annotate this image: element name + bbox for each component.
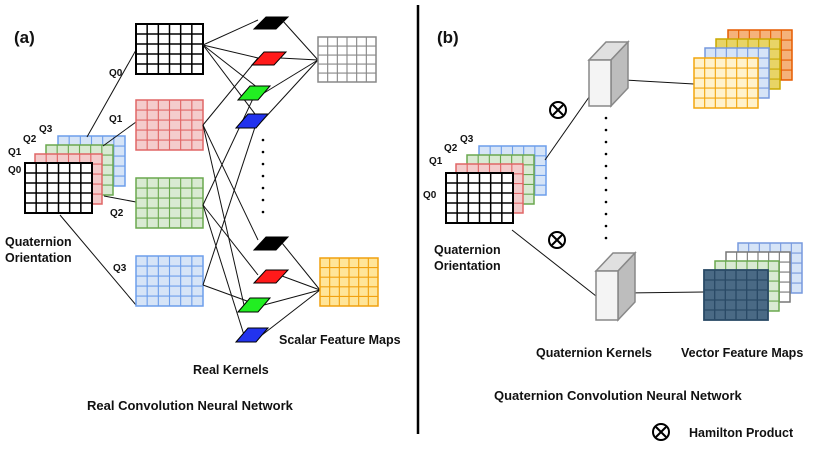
input-caption-line1: Quaternion	[434, 243, 501, 257]
hamilton-product-icon-bottom	[548, 231, 566, 249]
input-grid-q0	[445, 172, 514, 224]
stack-label-q3: Q3	[39, 124, 53, 135]
stack-label-q0: Q0	[423, 190, 437, 201]
hamilton-product-legend-icon	[652, 423, 670, 441]
split-line-q2	[103, 195, 137, 203]
stack-label-q2: Q2	[23, 134, 37, 145]
input-caption-line2: Orientation	[434, 259, 501, 273]
scalar-feature-maps-caption: Scalar Feature Maps	[279, 333, 401, 347]
real-cnn-panel: (a) Q3 Q2 Q1 Q0 Quaternion Orientation Q…	[5, 16, 401, 413]
input-caption-line1: Quaternion	[5, 235, 72, 249]
stack-label-q3: Q3	[460, 134, 474, 145]
kernel-to-map-wires	[261, 19, 321, 336]
right-input-stack	[445, 145, 547, 224]
real-cnn-title: Real Convolution Neural Network	[87, 398, 294, 413]
kernel-red-top	[250, 51, 288, 66]
left-input-stack	[24, 135, 126, 214]
quaternion-kernel-ellipsis	[604, 116, 608, 240]
vector-feature-maps-caption: Vector Feature Maps	[681, 346, 803, 360]
hamilton-product-icon-top	[549, 101, 567, 119]
hamilton-product-legend-label: Hamilton Product	[689, 426, 794, 440]
scalar-feature-map-orange	[319, 257, 379, 307]
kernel-green-bottom	[236, 297, 272, 313]
split-label-q3: Q3	[113, 263, 127, 274]
stack-label-q2: Q2	[444, 143, 458, 154]
stack-label-q1: Q1	[429, 156, 443, 167]
kernel-green-top	[236, 85, 272, 101]
split-label-q0: Q0	[109, 68, 123, 79]
real-kernels-caption: Real Kernels	[193, 363, 269, 377]
grid-to-kernel-wires	[202, 19, 259, 336]
kernel-black-bottom	[252, 236, 290, 251]
split-line-q0	[86, 49, 137, 138]
split-line-q3	[59, 214, 137, 306]
quaternion-kernel-bottom	[594, 251, 637, 322]
split-label-q1: Q1	[109, 114, 123, 125]
vector-feature-map-top	[693, 29, 793, 109]
quaternion-cnn-title: Quaternion Convolution Neural Network	[494, 388, 743, 403]
input-caption-line2: Orientation	[5, 251, 72, 265]
separated-grid-q0	[135, 23, 204, 75]
scalar-feature-map-grey	[317, 36, 377, 83]
input-grid-q0	[24, 162, 93, 214]
kernel-black-top	[252, 16, 290, 30]
input-to-top-kernel-wire	[544, 89, 595, 161]
kernel-ellipsis	[261, 138, 265, 214]
vector-map-layer-dark	[703, 269, 769, 321]
bottom-kernel-to-map-wire	[625, 291, 705, 294]
stack-label-q0: Q0	[8, 165, 22, 176]
panel-label-b: (b)	[437, 28, 459, 47]
input-to-bottom-kernel-wire	[511, 229, 597, 297]
separated-grid-q3	[135, 255, 204, 307]
vector-map-layer-orange	[693, 57, 759, 109]
kernel-blue-bottom	[234, 327, 270, 343]
kernel-blue-top	[234, 113, 270, 129]
vector-feature-map-bottom	[703, 242, 803, 321]
quaternion-kernels-caption: Quaternion Kernels	[536, 346, 652, 360]
kernel-red-bottom	[252, 269, 290, 284]
quaternion-kernel-top	[587, 40, 630, 108]
quaternion-cnn-panel: (b) Q3 Q2 Q1 Q0 Quaternion Orientation	[423, 28, 803, 441]
stack-label-q1: Q1	[8, 147, 22, 158]
split-line-q1	[102, 121, 137, 147]
top-kernel-to-map-wire	[623, 79, 695, 85]
panel-label-a: (a)	[14, 28, 35, 47]
separated-grid-q1	[135, 99, 204, 151]
split-label-q2: Q2	[110, 208, 124, 219]
separated-grid-q2	[135, 177, 204, 229]
